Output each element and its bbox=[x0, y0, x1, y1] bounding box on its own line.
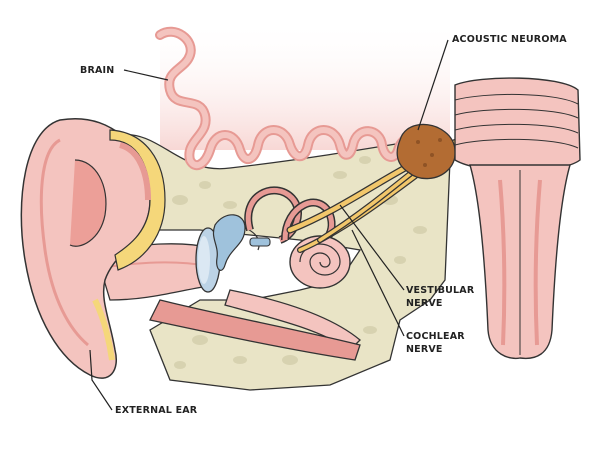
external-ear bbox=[20, 117, 166, 379]
leader-neuroma bbox=[417, 39, 449, 131]
cochlea bbox=[289, 235, 351, 289]
leader-external-ear bbox=[89, 349, 113, 411]
leader-cochlear bbox=[351, 229, 405, 337]
lower-skin-layer bbox=[149, 299, 361, 361]
brain-cortex-inner bbox=[157, 28, 433, 169]
brain-tissue bbox=[160, 20, 450, 150]
leader-lines bbox=[89, 39, 449, 411]
brainstem bbox=[454, 77, 581, 360]
label-acoustic-neuroma: ACOUSTIC NEUROMA bbox=[452, 34, 567, 45]
leader-brain bbox=[123, 69, 169, 81]
label-brain: BRAIN bbox=[80, 65, 115, 76]
label-vestibular-nerve: VESTIBULAR NERVE bbox=[406, 284, 474, 310]
label-vestibular-line1: VESTIBULAR bbox=[406, 285, 475, 296]
acoustic-neuroma bbox=[396, 123, 456, 180]
eardrum bbox=[195, 227, 221, 293]
label-cochlear-line1: COCHLEAR bbox=[406, 331, 465, 342]
label-vestibular-line2: NERVE bbox=[406, 298, 443, 309]
label-cochlear-nerve: COCHLEAR NERVE bbox=[406, 330, 465, 356]
leader-vestibular bbox=[339, 204, 405, 291]
label-external-ear: EXTERNAL EAR bbox=[115, 405, 198, 416]
label-cochlear-line2: NERVE bbox=[406, 344, 443, 355]
